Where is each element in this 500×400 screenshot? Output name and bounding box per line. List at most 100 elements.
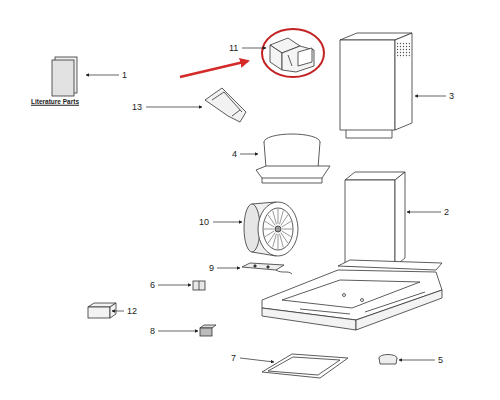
callout-number: 3 [449,92,454,101]
light-harness-part [242,263,284,270]
callout-number: 6 [150,281,155,290]
blower-housing-part [262,183,322,184]
switch-part [199,281,200,290]
motor-blade [273,211,277,225]
callout-number: 5 [438,356,443,365]
light-harness-part [276,270,292,274]
motor-blade [278,234,279,249]
blower-housing-part [322,178,323,183]
blower-motor [244,202,298,256]
hood-body-part [343,294,346,297]
motor-blade [280,234,284,248]
literature-title: Literature Parts [31,99,79,106]
callout-number: 8 [150,327,155,336]
highlight-arrow-part [180,61,248,77]
lower-chimney-cover [345,172,405,266]
motor-blade [282,221,291,227]
hood-body [262,260,442,330]
light-socket-part [200,325,216,328]
leader-lines-part [146,107,202,108]
highlight-arrow [180,29,324,77]
duct-transition-part [282,46,314,72]
motor-blade [264,229,274,230]
callout-number: 4 [232,150,237,159]
motor-blade [265,231,274,237]
leader-lines-part [415,96,446,97]
callout-number: 13 [132,103,142,112]
callout-number: 10 [199,218,209,227]
switch-part [193,281,205,290]
blower-motor-part [258,202,298,256]
leader-lines-part [158,331,198,332]
callout-number: 1 [122,71,127,80]
hood-body-part [262,308,356,330]
blower-housing-part [262,178,263,183]
switch [193,281,205,290]
blower-housing-part [256,166,330,178]
duct-transition [270,38,314,72]
upper-chimney-cover-part [397,42,410,58]
duct-transition-part [298,48,312,66]
blower-motor-part [263,208,293,250]
leader-lines [86,48,446,362]
leader-lines-part [213,222,242,223]
callout-number: 11 [229,44,238,53]
mounting-bracket-part [232,110,240,116]
light-bulb-part [379,358,397,364]
mounting-bracket [205,88,246,122]
light-harness-part [254,265,256,267]
callout-number: 12 [127,307,137,316]
literature-booklet-part [52,60,74,96]
light-bulb [379,355,397,365]
upper-chimney-cover-part [346,130,392,138]
blower-motor-part [244,204,260,252]
blower-housing-part [264,142,320,168]
upper-chimney-cover-part [340,40,395,130]
leader-lines-part [399,360,435,361]
upper-chimney-cover-part [395,33,412,130]
hood-body-part [361,299,364,302]
control-module-part [110,303,116,318]
blower-motor-part [275,226,281,232]
light-harness [242,263,292,274]
upper-chimney-cover [340,33,412,138]
blower-motor-part [264,209,292,249]
leader-lines-part [240,154,258,155]
lower-chimney-cover-part [345,180,395,266]
hood-body-part [300,309,350,314]
mounting-bracket-part [205,88,246,122]
duct-transition-part [270,45,282,70]
leader-lines-part [158,285,191,286]
leader-lines-part [242,48,266,49]
leader-lines-part [240,358,274,362]
blower-housing [256,134,330,183]
highlight-arrow-part [262,29,324,77]
hood-body-part [356,290,442,330]
control-module [88,303,116,318]
leader-lines-part [86,75,119,76]
duct-transition-part [288,55,292,66]
motor-blade [278,209,279,224]
hood-body-part [365,292,425,312]
light-socket-part [200,328,212,336]
light-harness-part [267,266,269,268]
callout-number: 7 [231,354,236,363]
motor-blade [282,229,292,230]
leader-lines-part [407,212,441,213]
callout-number: 9 [209,264,214,273]
mounting-bracket-part [212,92,242,112]
lower-chimney-cover-part [395,172,405,266]
literature-booklet [52,57,77,96]
callout-number: 2 [444,208,449,217]
grease-filter-part [268,357,340,375]
control-module-part [88,307,110,318]
grease-filter-part [262,354,348,378]
hood-body-part [338,260,442,270]
light-socket [200,325,216,336]
leader-lines-part [112,311,124,312]
grease-filter [262,354,348,378]
leader-lines-part [217,268,240,269]
hood-body-part [282,280,420,308]
